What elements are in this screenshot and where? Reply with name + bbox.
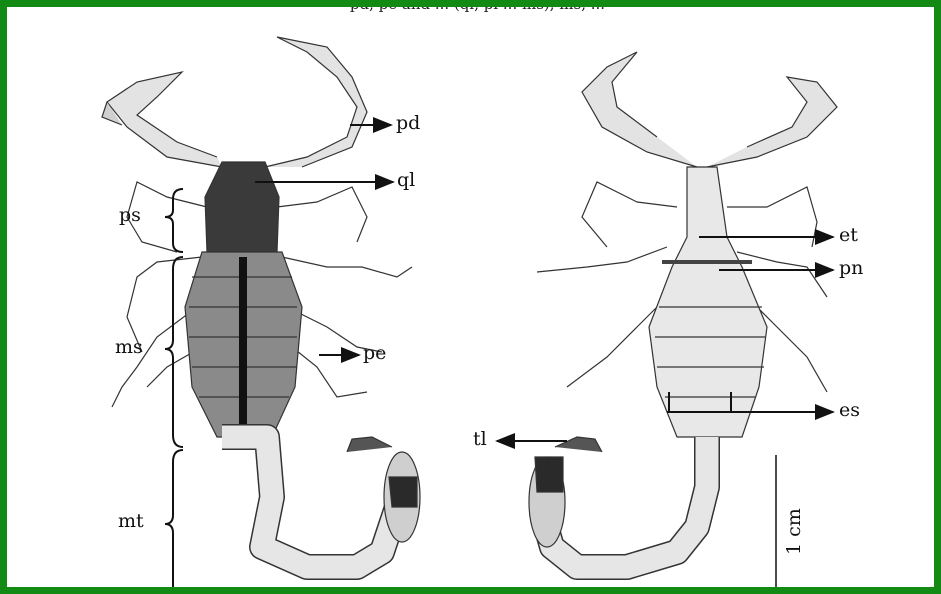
label-ps: ps [119, 206, 141, 225]
label-es: es [839, 401, 860, 420]
scorpion-illustration [7, 7, 941, 594]
scorpion-dorsal-view [102, 37, 420, 567]
label-ms: ms [115, 338, 143, 357]
label-ql: ql [397, 171, 415, 190]
label-pe: pe [363, 344, 386, 363]
scale-bar-label: 1 cm [783, 508, 805, 555]
label-mt: mt [118, 512, 144, 531]
scorpion-ventral-view [529, 52, 837, 567]
label-tl: tl [473, 430, 487, 449]
label-et: et [839, 226, 858, 245]
label-pd: pd [396, 114, 420, 133]
label-pn: pn [839, 259, 863, 278]
